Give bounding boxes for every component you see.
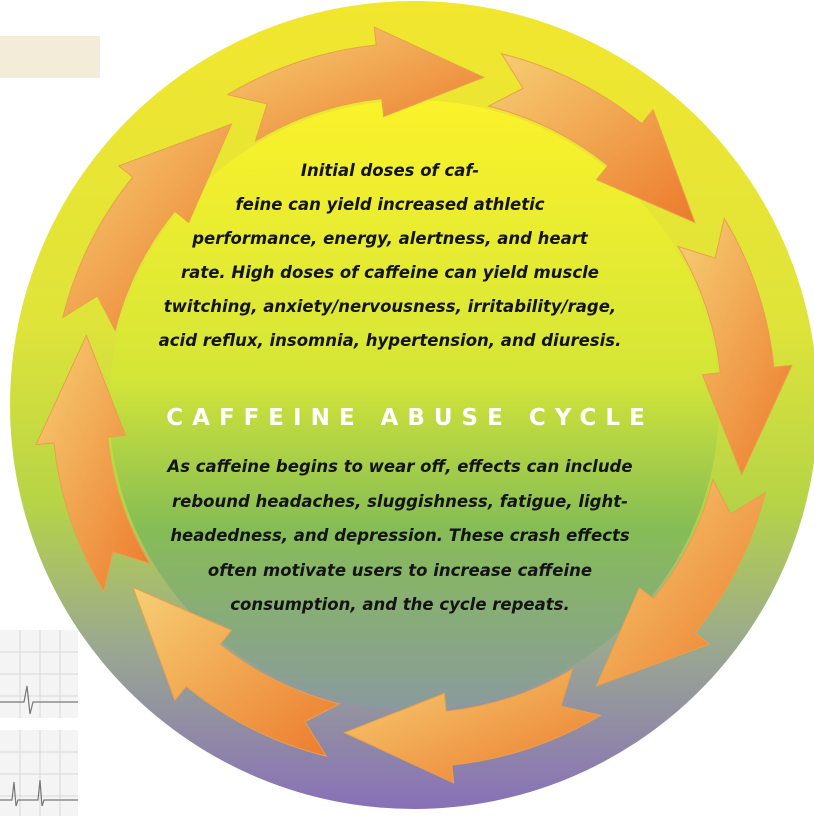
cycle-arrow-6 (35, 334, 152, 593)
peak-effects-text: Initial doses of caf- feine can yield in… (158, 161, 622, 350)
background-bar (0, 36, 100, 78)
inner-circle (109, 100, 719, 710)
cycle-arrows (35, 26, 793, 784)
cycle-arrow-4 (343, 667, 602, 784)
cycle-arrow-3 (595, 478, 767, 687)
cycle-arrow-8 (226, 26, 485, 143)
ecg-strip-lower (0, 730, 78, 816)
cycle-arrow-2 (676, 217, 793, 476)
cycle-arrow-5 (132, 586, 341, 758)
cycle-arrow-1 (487, 52, 696, 224)
diagram-title: CAFFEINE ABUSE CYCLE (166, 405, 654, 431)
cycle-arrow-7 (61, 123, 233, 332)
ecg-strip-upper (0, 630, 78, 718)
crash-effects-text: As caffeine begins to wear off, effects … (167, 457, 633, 614)
